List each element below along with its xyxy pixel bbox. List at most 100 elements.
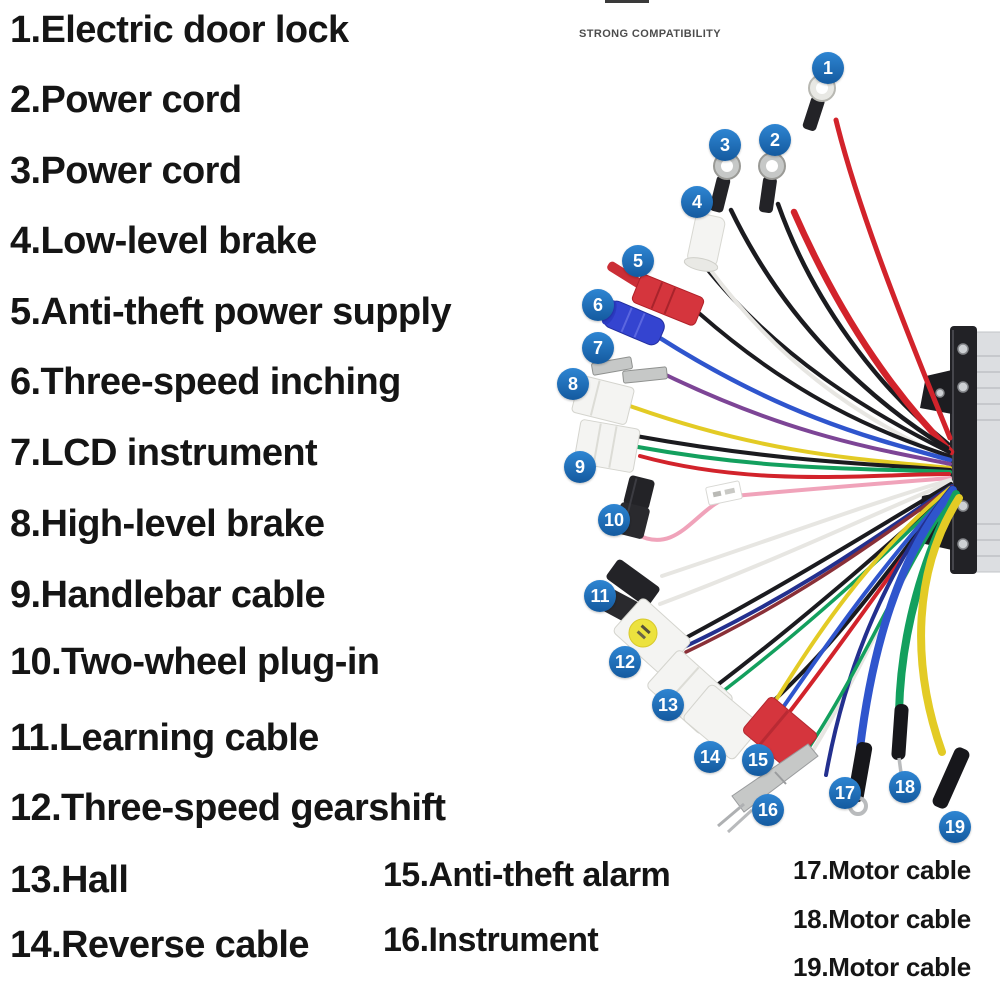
legend-item-3: 3.Power cord xyxy=(10,150,242,192)
legend-item-17: 17.Motor cable xyxy=(793,855,971,885)
legend-item-2: 2.Power cord xyxy=(10,79,242,121)
braid-16-prong-b xyxy=(726,808,754,834)
tag-body xyxy=(705,480,743,506)
legend-item-8: 8.High-level brake xyxy=(10,503,325,545)
wire-11-white-b xyxy=(658,480,953,606)
legend-item-5: 5.Anti-theft power supply xyxy=(10,291,452,333)
wire-2-red-power xyxy=(790,208,955,456)
badge-11: 11 xyxy=(584,580,616,612)
splice-5-body xyxy=(631,274,705,326)
legend-item-19: 19.Motor cable xyxy=(793,952,971,982)
wire-harness xyxy=(628,117,963,777)
wire-9-red xyxy=(638,454,951,480)
braid-16-crimp-line xyxy=(774,771,787,785)
cylinder-6-ridge xyxy=(620,307,633,333)
motor-cable-19-yellow xyxy=(917,494,963,756)
plug-9-slot xyxy=(592,423,602,466)
ring-1-sleeve xyxy=(802,96,825,131)
controller-fins xyxy=(976,355,1000,557)
sm-11-a xyxy=(606,559,660,607)
legend-item-16: 16.Instrument xyxy=(383,921,599,959)
wire-9-black xyxy=(634,434,952,472)
legend-item-15: 15.Anti-theft alarm xyxy=(383,856,671,894)
badge-12: 12 xyxy=(609,646,641,678)
top-rule xyxy=(605,0,649,3)
legend-item-11: 11.Learning cable xyxy=(10,717,319,759)
badge-3: 3 xyxy=(709,129,741,161)
tag-mark-a xyxy=(712,490,722,498)
wire-3-black xyxy=(728,207,950,451)
badge-15: 15 xyxy=(742,744,774,776)
spade-7-a xyxy=(591,356,633,376)
wire-15-yellow xyxy=(774,486,952,702)
braid-16-prong-a xyxy=(717,802,745,828)
tag-mark-b xyxy=(724,487,736,495)
sleeve-19 xyxy=(932,747,970,809)
ring-1-hole xyxy=(816,82,828,94)
splice-5-ridge2 xyxy=(663,287,677,315)
plug-9-slot2 xyxy=(608,426,618,468)
badge-7: 7 xyxy=(582,332,614,364)
wire-1-red xyxy=(833,117,953,441)
ring-2-sleeve xyxy=(759,176,777,213)
tagline: STRONG COMPATIBILITY xyxy=(579,28,722,40)
ring-3-sleeve xyxy=(709,175,731,213)
connector-braid-16 xyxy=(717,743,819,834)
connector-plug-12 xyxy=(613,598,691,674)
badge-9: 9 xyxy=(564,451,596,483)
connector-quick-splice-5 xyxy=(607,261,705,326)
sticker-text-mark-b xyxy=(636,630,647,640)
cylinder-4-flange xyxy=(683,257,719,272)
badge-16: 16 xyxy=(752,794,784,826)
wire-6-blue xyxy=(657,335,953,463)
terminal-bullet-19 xyxy=(932,747,970,809)
cylinder-6-ridge2 xyxy=(633,312,646,338)
legend-item-4: 4.Low-level brake xyxy=(10,220,317,262)
badge-10: 10 xyxy=(598,504,630,536)
sticker-text-mark-a xyxy=(640,624,651,635)
controller-end-plate xyxy=(950,326,977,574)
connector-ring-terminal-2 xyxy=(758,152,786,213)
legend-item-9: 9.Handlebar cable xyxy=(10,574,326,616)
badge-19: 19 xyxy=(939,811,971,843)
legend-item-7: 7.LCD instrument xyxy=(10,432,318,474)
sleeve-18 xyxy=(891,703,909,761)
wire-11-white-a xyxy=(660,478,952,578)
wire-7-purple xyxy=(662,372,952,466)
badge-8: 8 xyxy=(557,368,589,400)
connector-spades-7 xyxy=(591,356,668,384)
connector-cylinder-4 xyxy=(683,213,726,272)
badge-17: 17 xyxy=(829,777,861,809)
wire-5-black xyxy=(698,312,951,458)
badge-4: 4 xyxy=(681,186,713,218)
legend-item-14: 14.Reverse cable xyxy=(10,924,309,966)
plug-15-ridge xyxy=(758,710,790,746)
wire-8-yellow xyxy=(628,404,952,470)
braid-16-body xyxy=(731,743,819,813)
wire-extra-green xyxy=(804,490,957,754)
wire-12-maroon xyxy=(684,485,954,654)
spade-7-b xyxy=(622,366,668,384)
wire-label-tag xyxy=(705,480,743,506)
legend-item-18: 18.Motor cable xyxy=(793,904,971,934)
plug-12-sticker xyxy=(628,618,658,648)
wire-9-green xyxy=(636,445,952,474)
connector-plug-14 xyxy=(683,684,761,760)
plug-14-body xyxy=(683,684,761,760)
legend-item-10: 10.Two-wheel plug-in xyxy=(10,641,380,683)
plug-8-slot xyxy=(589,380,601,416)
ring-2-hole xyxy=(766,160,778,172)
badge-6: 6 xyxy=(582,289,614,321)
ring-3-hole xyxy=(721,160,733,172)
badge-5: 5 xyxy=(622,245,654,277)
wire-12-black xyxy=(676,482,953,644)
badge-18: 18 xyxy=(889,771,921,803)
wire-4-white xyxy=(707,266,952,462)
badge-1: 1 xyxy=(812,52,844,84)
splice-5-ridge xyxy=(650,282,664,309)
legend-item-12: 12.Three-speed gearshift xyxy=(10,787,446,829)
legend-item-13: 13.Hall xyxy=(10,859,129,901)
badge-13: 13 xyxy=(652,689,684,721)
